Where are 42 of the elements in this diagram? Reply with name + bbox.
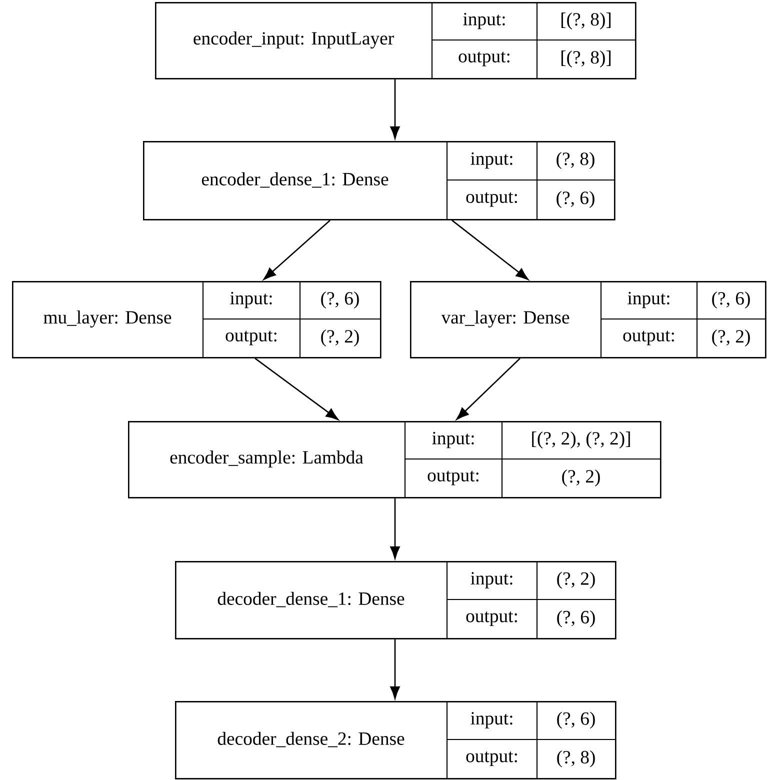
port-label: input: <box>432 432 474 448</box>
port-label: output: <box>466 192 517 207</box>
shape-value: (?, 8) <box>557 750 595 768</box>
shape-value: (?, 6) <box>712 292 750 308</box>
port-label: output: <box>458 52 510 66</box>
arrow <box>456 358 520 420</box>
shape-value: (?, 6) <box>557 610 595 628</box>
port-label: output: <box>623 330 674 346</box>
layer-name: mu_layer: Dense <box>44 310 172 328</box>
port-label: input: <box>230 292 272 308</box>
layer-name: encoder_sample: Lambda <box>170 450 364 468</box>
layer-name: decoder_dense_2: Dense <box>218 732 404 748</box>
shape-value: (?, 6) <box>321 292 359 308</box>
shape-value: (?, 6) <box>556 191 594 208</box>
port-label: input: <box>470 152 512 169</box>
shape-value: (?, 8) <box>556 152 594 169</box>
port-label: input: <box>470 712 512 728</box>
port-label: input: <box>628 292 670 308</box>
layer-name: encoder_dense_1: Dense <box>202 172 388 188</box>
shape-value: (?, 2) <box>562 470 600 486</box>
arrow <box>390 498 400 559</box>
shape-value: (?, 2) <box>321 330 359 346</box>
shape-value: (?, 2) <box>557 572 595 589</box>
port-label: output: <box>466 612 517 626</box>
layer-name: decoder_dense_1: Dense <box>218 592 404 608</box>
arrow <box>452 220 528 280</box>
port-label: input: <box>470 572 512 588</box>
port-label: output: <box>466 752 517 766</box>
layer-name: var_layer: Dense <box>441 310 570 328</box>
layer-name: encoder_input: InputLayer <box>194 32 394 48</box>
arrow <box>254 358 338 420</box>
shape-value: [(?, 8)] <box>561 12 611 30</box>
port-label: input: <box>463 12 505 30</box>
shape-value: (?, 2) <box>712 330 750 346</box>
shape-value: (?, 6) <box>557 712 595 729</box>
arrow <box>390 79 400 139</box>
shape-value: [(?, 8)] <box>561 50 611 68</box>
port-label: output: <box>226 330 276 346</box>
port-label: output: <box>428 470 478 486</box>
arrow <box>263 220 330 280</box>
shape-value: [(?, 2), (?, 2)] <box>532 432 630 448</box>
arrow <box>390 639 400 699</box>
